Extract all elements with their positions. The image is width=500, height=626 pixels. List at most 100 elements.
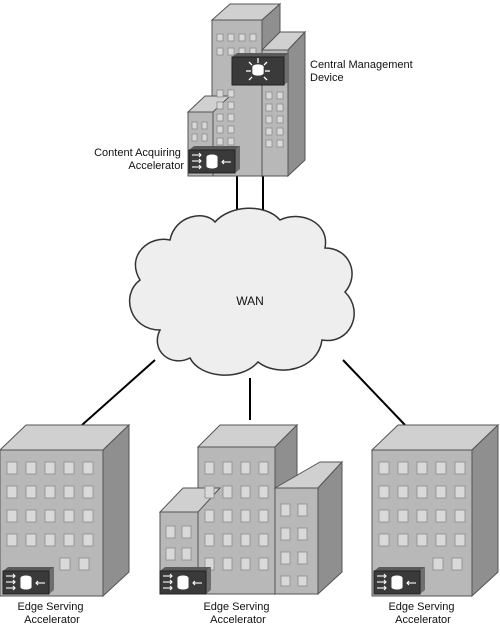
window bbox=[227, 89, 235, 98]
window bbox=[6, 485, 18, 499]
link-wan-edge-right bbox=[342, 359, 406, 426]
window bbox=[204, 485, 215, 499]
window bbox=[265, 127, 273, 136]
window bbox=[216, 137, 224, 146]
central-management-label-line2: Device bbox=[310, 72, 344, 84]
window bbox=[416, 461, 428, 475]
window bbox=[63, 461, 75, 475]
window bbox=[258, 557, 269, 571]
window bbox=[280, 551, 291, 565]
edge-center-label-line1: Edge Serving bbox=[203, 601, 269, 613]
window bbox=[227, 47, 235, 56]
window bbox=[432, 557, 444, 571]
edge-center-accelerator bbox=[159, 567, 211, 595]
wan-label: WAN bbox=[236, 294, 264, 308]
window bbox=[44, 509, 56, 523]
window bbox=[216, 33, 224, 42]
window bbox=[397, 461, 409, 475]
central-management-label: Central Management Device bbox=[310, 59, 416, 84]
wan-cloud: WAN bbox=[129, 207, 355, 376]
window bbox=[181, 547, 192, 561]
window bbox=[416, 485, 428, 499]
window bbox=[240, 533, 251, 547]
edge-right-label: Edge Serving Accelerator bbox=[388, 601, 457, 626]
hq-windows bbox=[191, 33, 284, 148]
edge-right-label-line1: Edge Serving bbox=[388, 601, 454, 613]
window bbox=[454, 533, 466, 547]
window bbox=[6, 509, 18, 523]
window bbox=[258, 509, 269, 523]
content-acquiring-label-line2: Accelerator bbox=[128, 160, 184, 172]
window bbox=[63, 533, 75, 547]
accelerator-router-icon bbox=[6, 573, 45, 591]
window bbox=[82, 485, 94, 499]
window bbox=[201, 133, 208, 142]
window bbox=[227, 113, 235, 122]
window bbox=[280, 503, 291, 517]
window bbox=[216, 47, 224, 56]
window bbox=[265, 91, 273, 100]
edge-left-label: Edge Serving Accelerator bbox=[17, 601, 86, 626]
window bbox=[6, 461, 18, 475]
edge-left-windows bbox=[6, 461, 94, 571]
window bbox=[454, 461, 466, 475]
window bbox=[240, 461, 251, 475]
window bbox=[378, 509, 390, 523]
accelerator-router-icon bbox=[163, 573, 202, 591]
window bbox=[222, 557, 233, 571]
window bbox=[280, 527, 291, 541]
window bbox=[451, 557, 463, 571]
window bbox=[63, 509, 75, 523]
window bbox=[59, 557, 71, 571]
edge-right-label-line2: Accelerator bbox=[395, 614, 451, 626]
content-acquiring-label-line1: Content Acquiring bbox=[94, 147, 181, 159]
window bbox=[240, 557, 251, 571]
window bbox=[82, 533, 94, 547]
content-acquiring-label: Content Acquiring Accelerator bbox=[94, 147, 184, 172]
window bbox=[82, 461, 94, 475]
window bbox=[227, 125, 235, 134]
window bbox=[222, 509, 233, 523]
window bbox=[435, 485, 447, 499]
edge-building-right bbox=[370, 423, 500, 598]
accelerator-router-icon bbox=[192, 152, 231, 170]
window bbox=[276, 127, 284, 136]
edge-center-label: Edge Serving Accelerator bbox=[203, 601, 272, 626]
labels: Central Management Device Content Acquir… bbox=[17, 59, 457, 626]
window bbox=[78, 557, 90, 571]
window bbox=[249, 33, 257, 42]
window bbox=[258, 533, 269, 547]
window bbox=[204, 533, 215, 547]
window bbox=[397, 509, 409, 523]
window bbox=[165, 525, 176, 539]
window bbox=[378, 533, 390, 547]
window bbox=[276, 115, 284, 124]
hq-building-complex bbox=[186, 2, 307, 178]
edge-building-center bbox=[158, 423, 344, 596]
management-device-icon bbox=[246, 58, 270, 81]
window bbox=[191, 133, 198, 142]
link-wan-edge-left bbox=[81, 359, 156, 426]
edge-building-left bbox=[0, 423, 131, 598]
window bbox=[216, 89, 224, 98]
window bbox=[227, 137, 235, 146]
window bbox=[276, 91, 284, 100]
accelerator-router-icon bbox=[377, 573, 416, 591]
window bbox=[227, 101, 235, 110]
edge-left-label-line1: Edge Serving bbox=[17, 601, 83, 613]
window bbox=[258, 461, 269, 475]
window bbox=[240, 509, 251, 523]
wan-cloud-shape bbox=[129, 207, 355, 376]
window bbox=[435, 509, 447, 523]
window bbox=[280, 575, 291, 587]
window bbox=[44, 485, 56, 499]
window bbox=[6, 533, 18, 547]
window bbox=[204, 461, 215, 475]
window bbox=[240, 485, 251, 499]
window bbox=[44, 461, 56, 475]
window bbox=[265, 139, 273, 148]
window bbox=[204, 509, 215, 523]
window bbox=[25, 461, 37, 475]
